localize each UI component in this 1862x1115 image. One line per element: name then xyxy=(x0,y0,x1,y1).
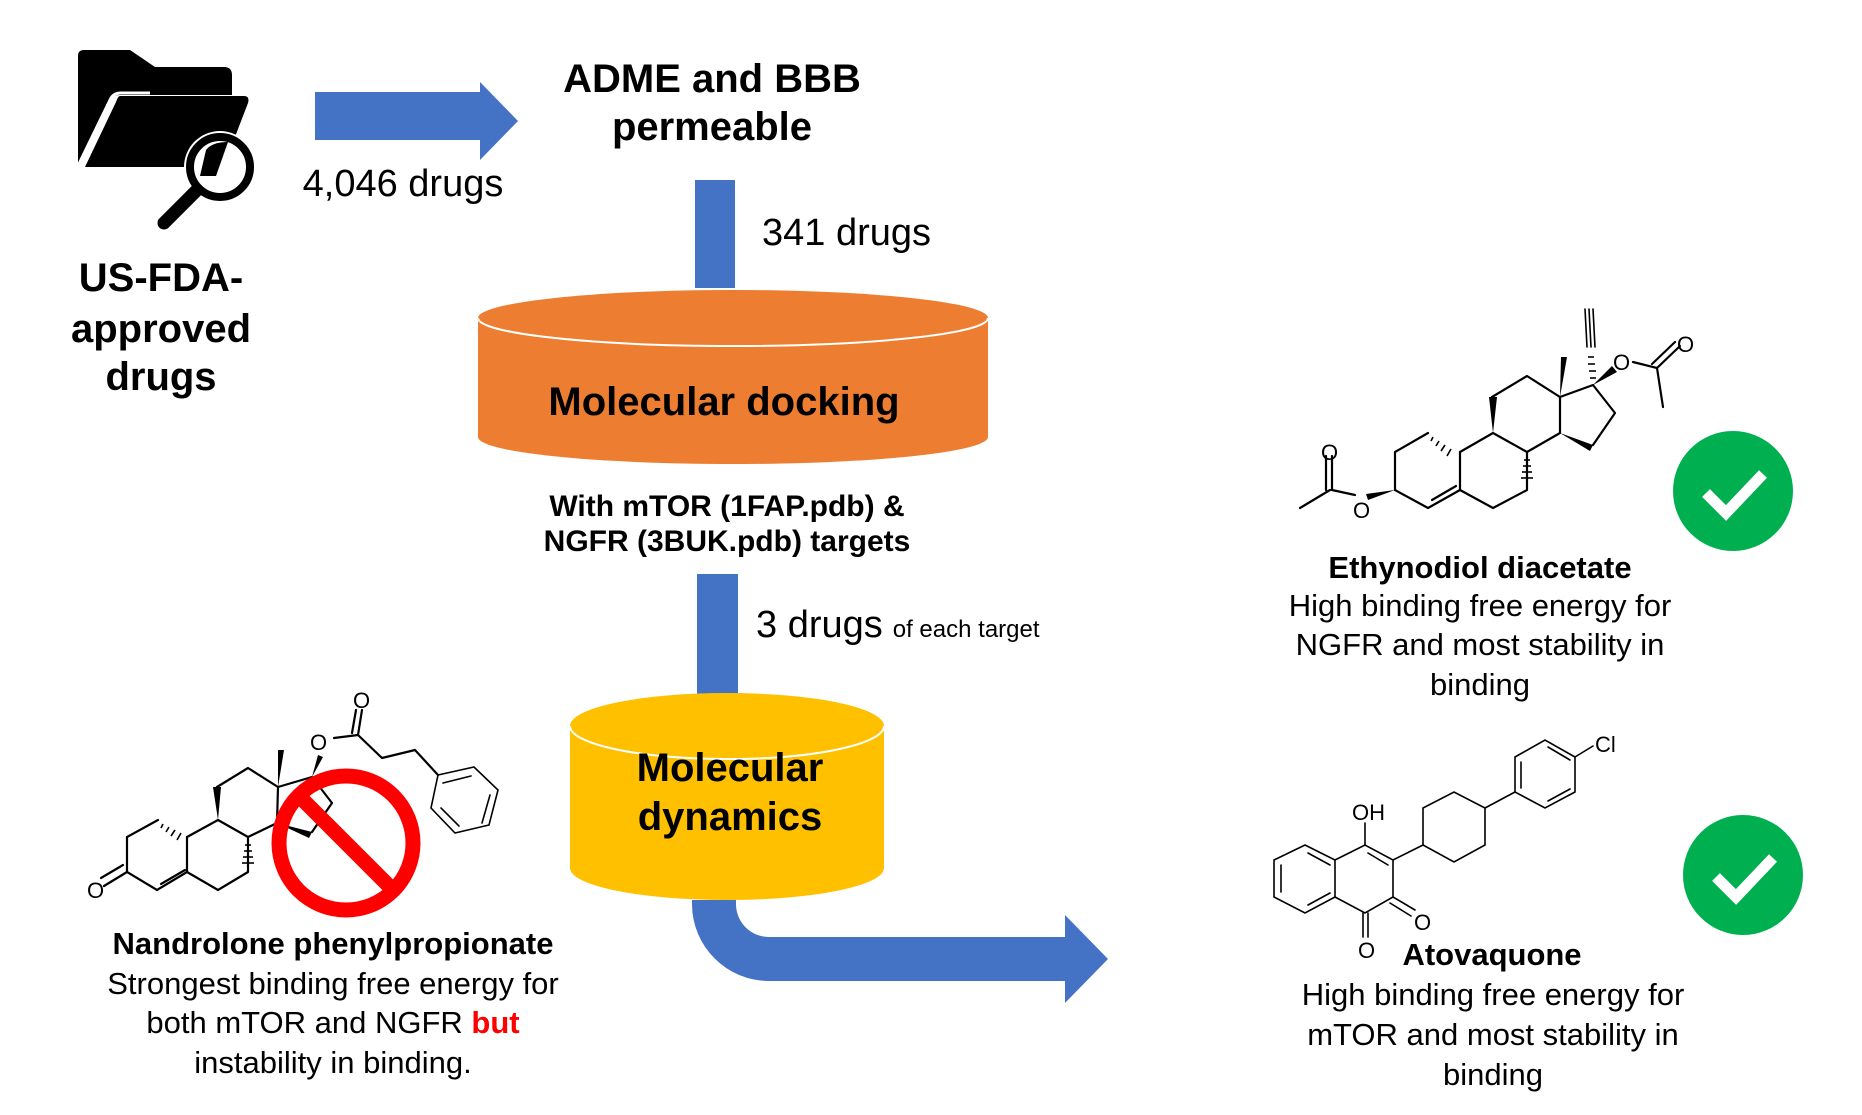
flow-arrow-bent xyxy=(692,900,1108,1003)
approved-1-desc-line1: High binding free energy for xyxy=(1289,588,1672,623)
approved-2-desc-line2: mTOR and most stability in xyxy=(1307,1017,1679,1052)
rejected-drug-name: Nandrolone phenylpropionate xyxy=(113,926,554,961)
dynamics-title-line2: dynamics xyxy=(638,795,823,839)
approved-drug-name-2: Atovaquone xyxy=(1402,937,1581,972)
docking-note-line1: With mTOR (1FAP.pdb) & xyxy=(549,490,904,523)
check-circle-icon xyxy=(1673,431,1793,551)
prohibited-icon xyxy=(271,768,421,918)
atom-oxygen: O xyxy=(87,878,104,903)
source-label-line2: approved xyxy=(71,307,251,351)
atovaquone-structure: OH O O Cl xyxy=(1273,732,1616,963)
docking-cylinder xyxy=(477,290,989,464)
approved-1-desc-line3: binding xyxy=(1430,667,1530,702)
adme-title-line1: ADME and BBB xyxy=(563,57,861,101)
connector-label-main: 3 drugs xyxy=(756,604,883,646)
rejected-desc-line3: instability in binding. xyxy=(194,1045,471,1080)
approved-2-desc-line3: binding xyxy=(1443,1057,1543,1092)
atom-chloro: Cl xyxy=(1595,732,1616,757)
flow-connector-2 xyxy=(697,574,738,694)
rejected-desc-line2: both mTOR and NGFR but xyxy=(146,1005,519,1040)
connector-label-3-drugs: 3 drugs of each target xyxy=(756,604,1040,646)
dynamics-title-line1: Molecular xyxy=(637,746,824,790)
folder-search-icon xyxy=(75,50,256,230)
connector-label-sub: of each target xyxy=(893,616,1040,643)
approved-2-desc-line1: High binding free energy for xyxy=(1302,977,1685,1012)
source-label-line3: drugs xyxy=(105,355,216,399)
flow-connector-1 xyxy=(695,180,735,288)
atom-oxygen: O xyxy=(353,688,370,713)
ethynodiol-structure: O O O O xyxy=(1298,308,1694,523)
docking-title: Molecular docking xyxy=(548,380,899,424)
atom-oxygen: O xyxy=(1613,350,1630,375)
check-circle-icon xyxy=(1683,815,1803,935)
atom-oxygen: O xyxy=(1321,440,1338,465)
dynamics-cylinder xyxy=(569,693,885,900)
atom-oxygen: O xyxy=(1358,938,1375,963)
atom-oxygen: O xyxy=(1414,910,1431,935)
approved-1-desc-line2: NGFR and most stability in xyxy=(1296,627,1665,662)
connector-label-341: 341 drugs xyxy=(762,212,931,254)
source-label-line1: US-FDA- xyxy=(79,256,243,300)
atom-oxygen: O xyxy=(1353,498,1370,523)
atom-oxygen: O xyxy=(1677,332,1694,357)
approved-drug-name-1: Ethynodiol diacetate xyxy=(1328,550,1631,585)
atom-hydroxyl: OH xyxy=(1352,800,1385,825)
docking-note-line2: NGFR (3BUK.pdb) targets xyxy=(544,525,911,558)
adme-title-line2: permeable xyxy=(612,105,812,149)
arrow-label-4046: 4,046 drugs xyxy=(303,163,504,205)
rejected-desc-line1: Strongest binding free energy for xyxy=(107,966,559,1001)
rejected-desc-emphasis: but xyxy=(471,1005,519,1040)
atom-oxygen: O xyxy=(310,730,327,755)
flow-arrow-right xyxy=(315,82,518,160)
rejected-desc-line2-text: both mTOR and NGFR xyxy=(146,1005,471,1040)
